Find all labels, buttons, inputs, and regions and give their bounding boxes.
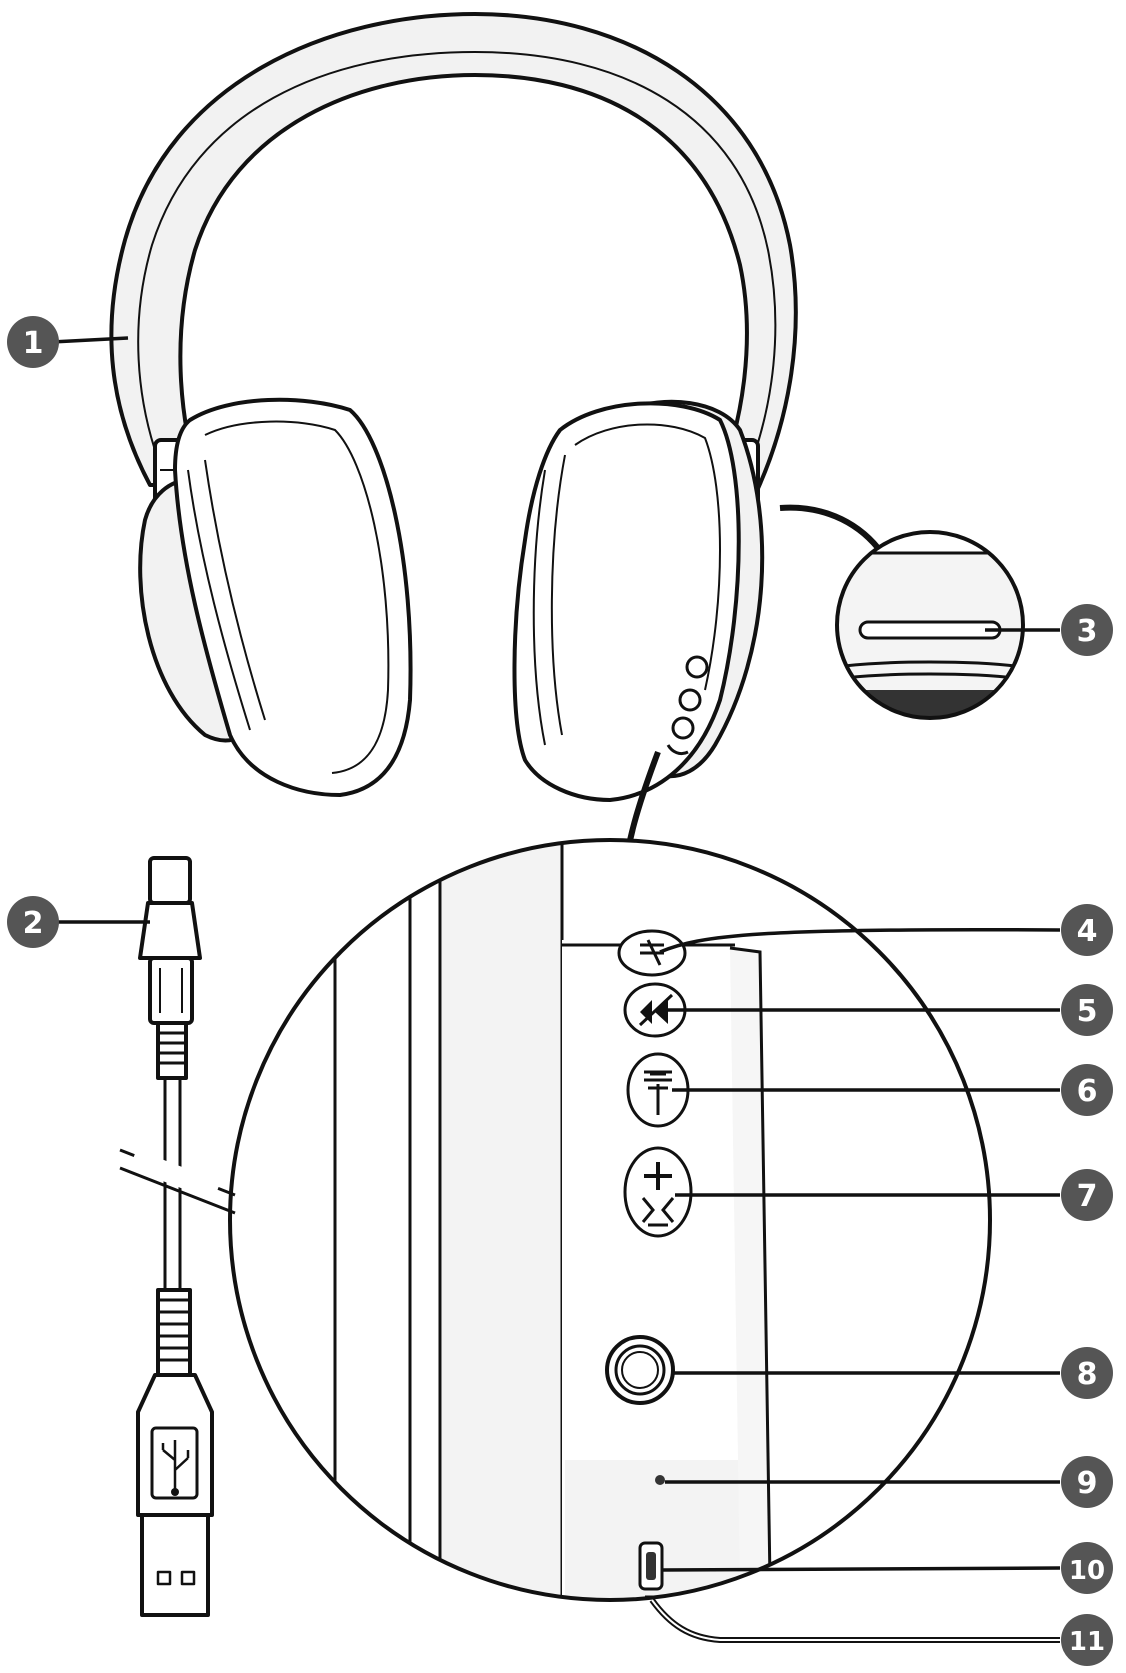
callout-9-label: 9: [1077, 1466, 1098, 1501]
callout-4: 4: [1061, 904, 1113, 956]
audio-jack-icon: [605, 1335, 675, 1405]
mute-button-icon: [617, 929, 687, 977]
callout-5-label: 5: [1077, 994, 1098, 1029]
volume-up-button-icon: [623, 1146, 693, 1238]
callout-4-label: 4: [1077, 914, 1098, 949]
callout-7-label: 7: [1077, 1179, 1098, 1214]
leader-lines: [51, 336, 1061, 1643]
leader-line-4: [659, 927, 1061, 954]
callout-badges: 1 2 3 4 5 6 7 8: [7, 316, 1113, 1666]
callout-11-label: 11: [1069, 1627, 1105, 1657]
callout-11: 11: [1061, 1614, 1113, 1666]
callout-2-label: 2: [23, 906, 44, 941]
leader-line-1: [51, 336, 129, 344]
headphones-illustration: [109, 12, 798, 802]
callout-8: 8: [1061, 1347, 1113, 1399]
callout-10-label: 10: [1069, 1556, 1105, 1586]
callout-2: 2: [7, 896, 59, 948]
control-panel-zoom: [228, 750, 992, 1602]
usb-c-port-icon: [638, 1541, 664, 1591]
usb-cable-icon: [119, 856, 236, 1617]
leader-line-11: [649, 1598, 1060, 1643]
callout-8-label: 8: [1077, 1357, 1098, 1392]
callout-3: 3: [1061, 604, 1113, 656]
callout-6: 6: [1061, 1064, 1113, 1116]
callout-10: 10: [1061, 1542, 1113, 1594]
callout-1-label: 1: [23, 326, 44, 361]
led-indicator-icon: [655, 1475, 665, 1485]
callout-1: 1: [7, 316, 59, 368]
right-earcup-icon: [512, 399, 765, 802]
left-earcup-icon: [138, 397, 413, 797]
leader-line-10: [661, 1566, 1061, 1572]
microphone-slot-icon: [779, 504, 1025, 720]
callout-3-label: 3: [1077, 614, 1098, 649]
callout-9: 9: [1061, 1456, 1113, 1508]
callout-5: 5: [1061, 984, 1113, 1036]
callout-7: 7: [1061, 1169, 1113, 1221]
callout-6-label: 6: [1077, 1074, 1098, 1109]
